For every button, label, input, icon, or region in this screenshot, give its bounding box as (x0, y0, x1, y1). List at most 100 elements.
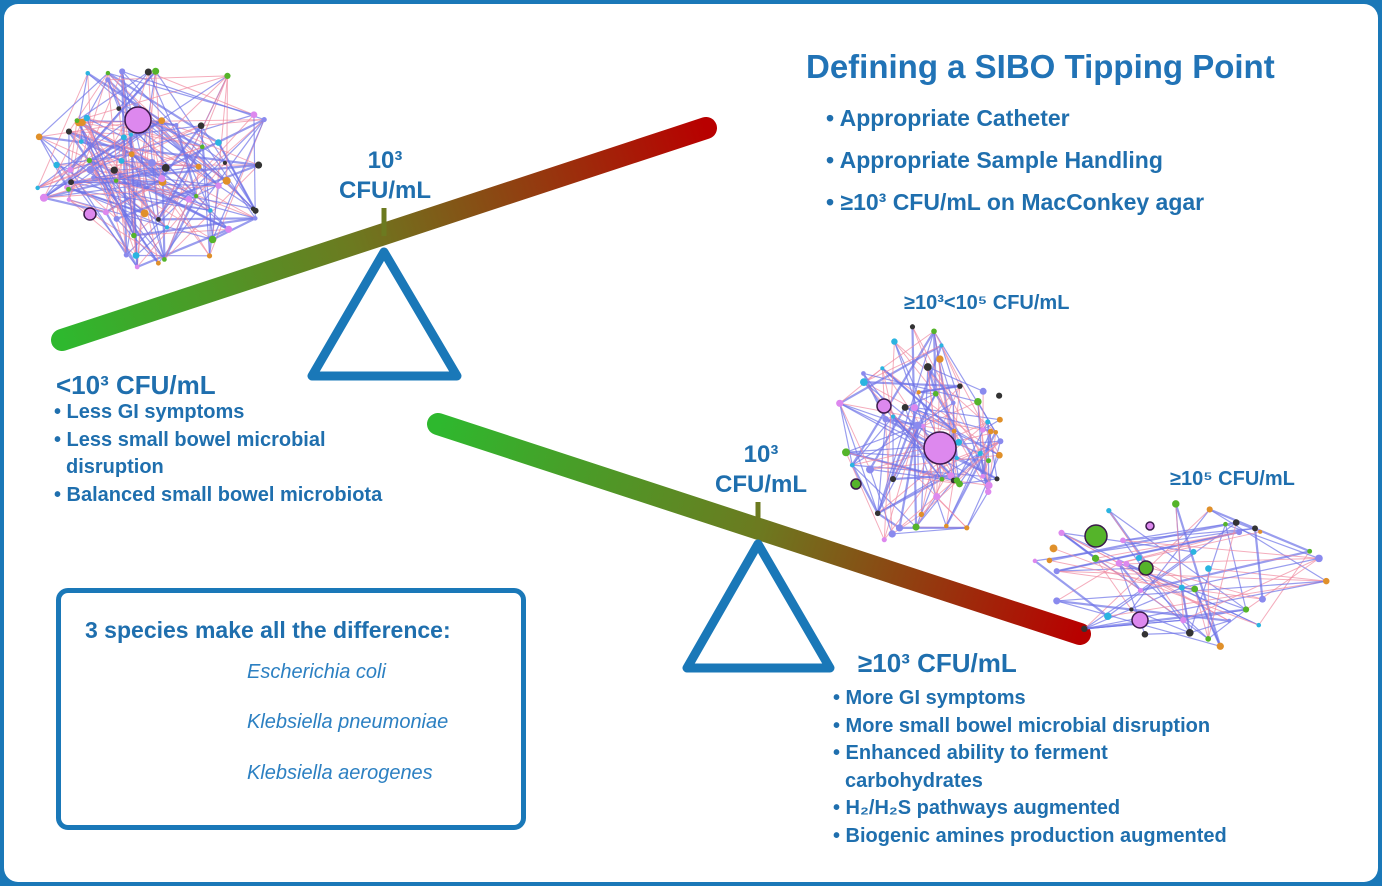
network-node (836, 399, 844, 407)
network-node (199, 144, 205, 150)
network-edge (37, 160, 90, 189)
lower-threshold-unit: CFU/mL (715, 471, 807, 498)
network-node (252, 207, 259, 214)
network-node (118, 157, 125, 164)
network-node (918, 511, 925, 518)
network-edge (926, 366, 937, 395)
network-node (215, 182, 222, 189)
species-name-k-pneumoniae: Klebsiella pneumoniae (247, 711, 449, 733)
network-edge (1181, 557, 1320, 589)
network-edge (869, 468, 943, 480)
network-edge (918, 385, 960, 393)
network-node (996, 392, 1003, 399)
network-edge (201, 146, 226, 164)
network-node (939, 476, 945, 482)
network-edge (966, 491, 989, 529)
network-edge (977, 401, 984, 477)
network-node (66, 186, 71, 192)
network-node (1123, 560, 1130, 567)
network-node (197, 122, 205, 130)
network-node (116, 106, 122, 111)
network-edge (147, 119, 259, 166)
network-node (74, 118, 80, 124)
network-edge (863, 344, 942, 383)
network-node (261, 116, 267, 123)
network-node (997, 438, 1004, 445)
network-edge (839, 403, 871, 470)
network-node (225, 225, 233, 233)
network-edge (1049, 521, 1237, 562)
network-node (860, 378, 868, 386)
network-node (1049, 544, 1058, 553)
network-hub-node (124, 106, 152, 134)
network-edge (922, 385, 961, 427)
network-edge (1207, 609, 1247, 640)
network-node (208, 235, 217, 244)
network-edge (1183, 557, 1320, 621)
network-node (119, 68, 126, 75)
network-edge (1209, 508, 1327, 582)
criteria-item: • Appropriate Catheter (826, 105, 1070, 131)
network-edge (1189, 620, 1230, 634)
network-edge (38, 136, 138, 268)
network-node (128, 132, 134, 137)
network-node (222, 176, 231, 185)
network-node (1205, 565, 1212, 572)
network-hub-node (83, 207, 97, 221)
network-edge (37, 125, 202, 189)
network-edge (1095, 531, 1240, 559)
network-edge (881, 367, 955, 432)
network-edge (1056, 531, 1240, 572)
network-node (1053, 597, 1061, 605)
network-node (206, 253, 213, 259)
upper-seesaw (51, 117, 717, 381)
network-node (78, 139, 84, 144)
network-edge (959, 453, 981, 485)
network-node (1185, 628, 1194, 637)
network-edge (147, 119, 203, 148)
network-node (1120, 537, 1126, 544)
network-edge (927, 366, 984, 392)
network-edge (43, 196, 107, 214)
network-node (993, 430, 999, 435)
network-node (250, 111, 258, 119)
network-edge (76, 71, 149, 122)
criteria-item: • ≥10³ CFU/mL on MacConkey agar (826, 189, 1205, 215)
network-node (1046, 557, 1053, 564)
network-node (161, 163, 170, 172)
network-edge (1208, 568, 1327, 582)
network-edge (862, 373, 943, 480)
network-edge (147, 119, 163, 183)
network-edge (977, 401, 990, 486)
network-edge (1053, 547, 1259, 626)
network-edge (1061, 532, 1120, 564)
page-title: Defining a SIBO Tipping Point (806, 48, 1275, 85)
network-node (1058, 529, 1065, 536)
network-node (110, 166, 118, 174)
network-node (891, 338, 898, 345)
network-edge (175, 124, 198, 197)
network-node (113, 178, 119, 183)
network-node (901, 404, 909, 411)
network-edge (927, 366, 937, 446)
network-edge (1207, 522, 1237, 639)
network-edge (208, 185, 220, 256)
network-node (1106, 508, 1112, 514)
network-node (866, 465, 874, 474)
network-edge (209, 119, 265, 257)
network-edge (212, 217, 256, 241)
network-node (152, 67, 160, 75)
network-edge (916, 425, 919, 479)
network-edge (922, 401, 979, 427)
network-edge (1056, 570, 1263, 600)
species-name-e-coli: Escherichia coli (247, 661, 386, 683)
network-edge (107, 79, 120, 109)
network-node (1323, 577, 1330, 585)
network-edge (904, 406, 996, 433)
network-edge (104, 211, 139, 268)
network-edge (883, 341, 895, 540)
network-edge (1175, 503, 1184, 621)
network-edge (851, 416, 894, 466)
network-edge (217, 142, 257, 212)
